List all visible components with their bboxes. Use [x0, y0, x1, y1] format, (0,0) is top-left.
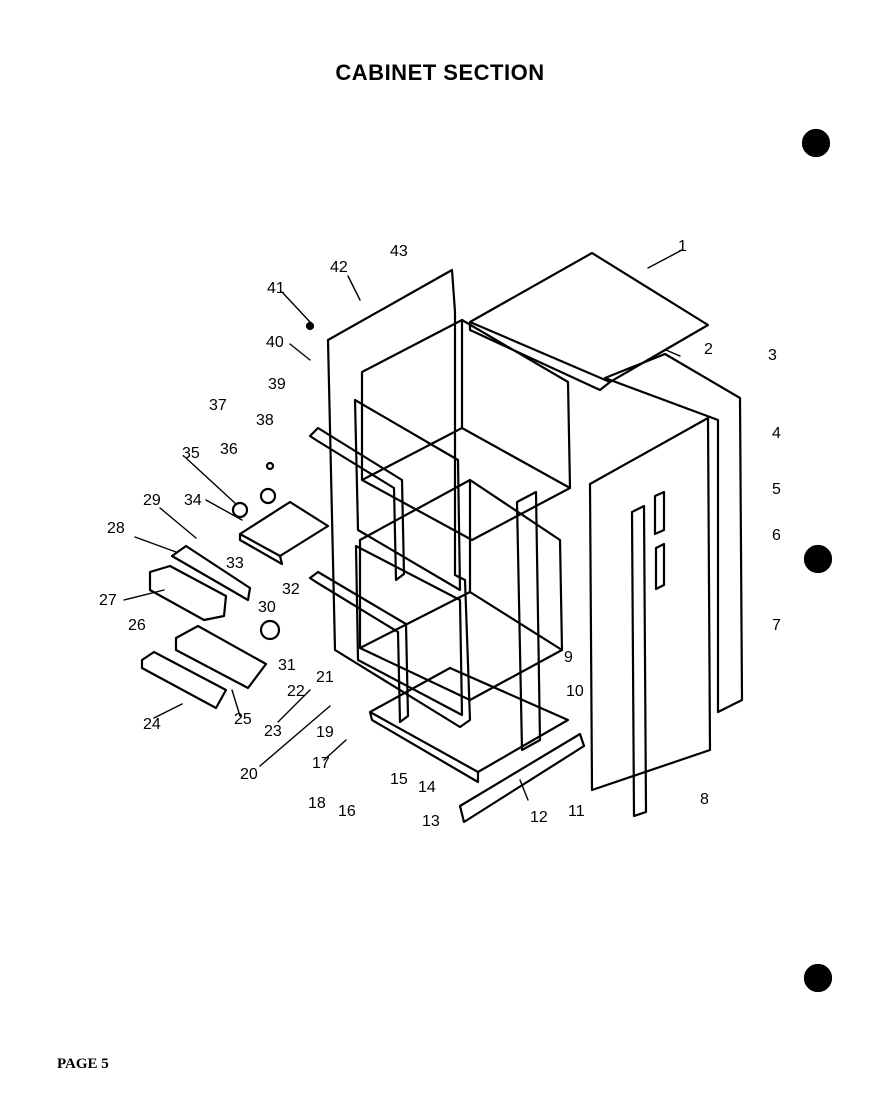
rear-panel: [603, 352, 744, 714]
callout-31: 31: [278, 657, 296, 674]
punch-hole-middle: [803, 544, 833, 574]
knob-30: [259, 619, 281, 641]
punch-hole-top: [801, 128, 831, 158]
callout-42: 42: [330, 259, 348, 276]
callout-25: 25: [234, 711, 252, 728]
center-channel: [515, 490, 542, 752]
upper-rod-frame: [308, 426, 406, 582]
front-frame-lower-opening: [354, 544, 464, 717]
callout-1: 1: [678, 238, 687, 255]
front-frame: [326, 268, 472, 729]
callout-41: 41: [267, 280, 285, 297]
callout-11: 11: [568, 803, 585, 820]
callout-9: 9: [564, 649, 573, 666]
callout-39: 39: [268, 376, 286, 393]
callout-15: 15: [390, 771, 408, 788]
front-frame-upper-opening: [353, 398, 462, 592]
switch-block: [148, 564, 228, 622]
callouts: 1 2 3 4 5 6 7 8 9 10 11 12 13 14 15 16 1…: [99, 238, 781, 830]
callout-8: 8: [700, 791, 709, 808]
callout-43: 43: [390, 243, 408, 260]
callout-29: 29: [143, 492, 161, 509]
control-console: [238, 500, 330, 566]
bracket-lower: [174, 624, 268, 690]
callout-14: 14: [418, 779, 436, 796]
front-trim-strip: [630, 504, 648, 818]
callout-38: 38: [256, 412, 274, 429]
kick-plate: [458, 732, 586, 824]
top-panel: [468, 251, 710, 392]
callout-36: 36: [220, 441, 238, 458]
callout-40: 40: [266, 334, 284, 351]
callout-4: 4: [772, 425, 781, 442]
callout-20: 20: [240, 766, 258, 783]
callout-33: 33: [226, 555, 244, 572]
punch-hole-bottom: [803, 963, 833, 993]
lower-rod-frame: [308, 570, 410, 724]
callout-28: 28: [107, 520, 125, 537]
callout-10: 10: [566, 683, 584, 700]
lower-oven-box: [358, 478, 564, 702]
callout-24: 24: [143, 716, 161, 733]
upper-oven-box: [360, 318, 572, 542]
part-36: [259, 487, 277, 505]
control-panel: [140, 650, 228, 710]
part-41: [305, 321, 315, 331]
callout-35: 35: [182, 445, 200, 462]
right-side-panel: [588, 416, 712, 792]
callout-27: 27: [99, 592, 117, 609]
part-35: [231, 501, 249, 519]
bottom-base: [368, 666, 570, 784]
callout-18: 18: [308, 795, 326, 812]
part-38: [265, 461, 275, 471]
callout-6: 6: [772, 527, 781, 544]
callout-17: 17: [312, 755, 330, 772]
side-panel-slots: [653, 490, 666, 591]
callout-22: 22: [287, 683, 305, 700]
callout-16: 16: [338, 803, 356, 820]
callout-5: 5: [772, 481, 781, 498]
callout-32: 32: [282, 581, 300, 598]
callout-12: 12: [530, 809, 548, 826]
callout-34: 34: [184, 492, 202, 509]
leader-lines: [123, 249, 683, 801]
callout-23: 23: [264, 723, 282, 740]
callout-7: 7: [772, 617, 781, 634]
page-number: PAGE 5: [57, 1056, 109, 1072]
callout-30: 30: [258, 599, 276, 616]
callout-21: 21: [316, 669, 334, 686]
bracket-upper: [170, 544, 252, 602]
callout-19: 19: [316, 724, 334, 741]
callout-3: 3: [768, 347, 777, 364]
callout-37: 37: [209, 397, 227, 414]
callout-2: 2: [704, 341, 713, 358]
callout-13: 13: [422, 813, 440, 830]
callout-26: 26: [128, 617, 146, 634]
page-title: CABINET SECTION: [335, 60, 545, 85]
